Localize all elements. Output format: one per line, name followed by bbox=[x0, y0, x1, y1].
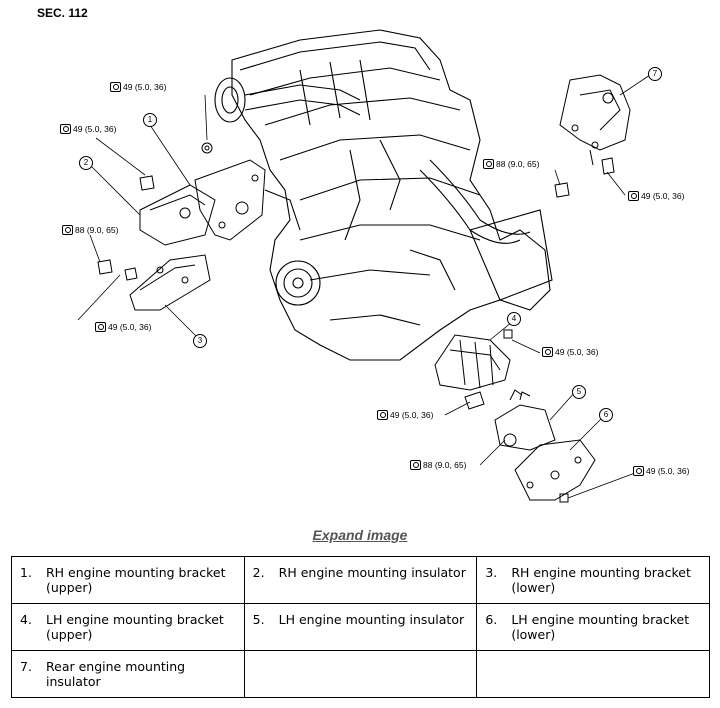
legend-cell: 7. Rear engine mounting insulator bbox=[11, 650, 245, 698]
legend-number: 2. bbox=[252, 565, 265, 580]
part-rh-bracket-lower bbox=[129, 254, 211, 311]
legend-cell: 3. RH engine mounting bracket (lower) bbox=[476, 556, 710, 604]
legend-cell: 4. LH engine mounting bracket (upper) bbox=[11, 603, 245, 651]
legend-number: 6. bbox=[485, 612, 498, 627]
callout-4: 4 bbox=[507, 312, 521, 326]
torque-label: 49 (5.0, 36) bbox=[542, 347, 598, 357]
parts-legend-table: 1. RH engine mounting bracket (upper) 2.… bbox=[11, 556, 710, 698]
torque-label: 49 (5.0, 36) bbox=[377, 410, 433, 420]
legend-label: LH engine mounting insulator bbox=[278, 612, 465, 627]
leader-lines bbox=[77, 74, 651, 499]
torque-wrench-icon bbox=[62, 225, 73, 235]
legend-cell-empty bbox=[476, 650, 710, 698]
legend-cell: 5. LH engine mounting insulator bbox=[243, 603, 478, 651]
torque-wrench-icon bbox=[542, 347, 553, 357]
torque-label: 49 (5.0, 36) bbox=[60, 124, 116, 134]
legend-number: 7. bbox=[20, 659, 32, 674]
callout-6: 6 bbox=[599, 408, 613, 422]
torque-label: 49 (5.0, 36) bbox=[628, 191, 684, 201]
legend-label: LH engine mounting bracket (lower) bbox=[511, 612, 690, 642]
legend-cell: 1. RH engine mounting bracket (upper) bbox=[11, 556, 245, 604]
torque-label: 49 (5.0, 36) bbox=[95, 322, 151, 332]
legend-number: 4. bbox=[20, 612, 32, 627]
torque-label: 49 (5.0, 36) bbox=[633, 466, 689, 476]
legend-number: 5. bbox=[252, 612, 265, 627]
expand-image-link[interactable]: Expand image bbox=[312, 527, 408, 543]
torque-label: 49 (5.0, 36) bbox=[110, 82, 166, 92]
legend-cell: 6. LH engine mounting bracket (lower) bbox=[476, 603, 710, 651]
torque-label: 88 (9.0, 65) bbox=[483, 159, 539, 169]
legend-cell-empty bbox=[243, 650, 478, 698]
callout-7: 7 bbox=[648, 67, 662, 81]
torque-wrench-icon bbox=[628, 191, 639, 201]
part-rh-bracket-upper bbox=[194, 142, 266, 241]
engine-mount-diagram: SEC. 112 bbox=[37, 6, 689, 503]
callout-2: 2 bbox=[79, 156, 93, 170]
legend-label: LH engine mounting bracket (upper) bbox=[46, 612, 224, 642]
torque-wrench-icon bbox=[633, 466, 644, 476]
callout-3: 3 bbox=[193, 334, 207, 348]
torque-wrench-icon bbox=[95, 322, 106, 332]
part-rear-insulator bbox=[554, 74, 631, 198]
legend-row: 4. LH engine mounting bracket (upper) 5.… bbox=[11, 603, 710, 651]
callout-1: 1 bbox=[143, 113, 157, 127]
torque-wrench-icon bbox=[110, 82, 121, 92]
legend-row: 7. Rear engine mounting insulator bbox=[11, 650, 710, 698]
part-lh-bracket-lower bbox=[514, 439, 596, 503]
callout-5: 5 bbox=[572, 385, 586, 399]
legend-cell: 2. RH engine mounting insulator bbox=[243, 556, 478, 604]
legend-number: 3. bbox=[485, 565, 498, 580]
legend-label: RH engine mounting bracket (upper) bbox=[46, 565, 226, 595]
section-title: SEC. 112 bbox=[37, 6, 88, 20]
legend-row: 1. RH engine mounting bracket (upper) 2.… bbox=[11, 556, 710, 604]
torque-wrench-icon bbox=[60, 124, 71, 134]
part-lh-bracket-upper bbox=[434, 329, 513, 410]
torque-wrench-icon bbox=[410, 460, 421, 470]
legend-label: Rear engine mounting insulator bbox=[46, 659, 186, 689]
engine-illustration bbox=[77, 29, 651, 503]
engine-block bbox=[214, 29, 553, 361]
torque-wrench-icon bbox=[483, 159, 494, 169]
legend-label: RH engine mounting insulator bbox=[278, 565, 466, 580]
torque-wrench-icon bbox=[377, 410, 388, 420]
torque-label: 88 (9.0, 65) bbox=[62, 225, 118, 235]
torque-label: 88 (9.0, 65) bbox=[410, 460, 466, 470]
legend-label: RH engine mounting bracket (lower) bbox=[511, 565, 691, 595]
legend-number: 1. bbox=[20, 565, 32, 580]
